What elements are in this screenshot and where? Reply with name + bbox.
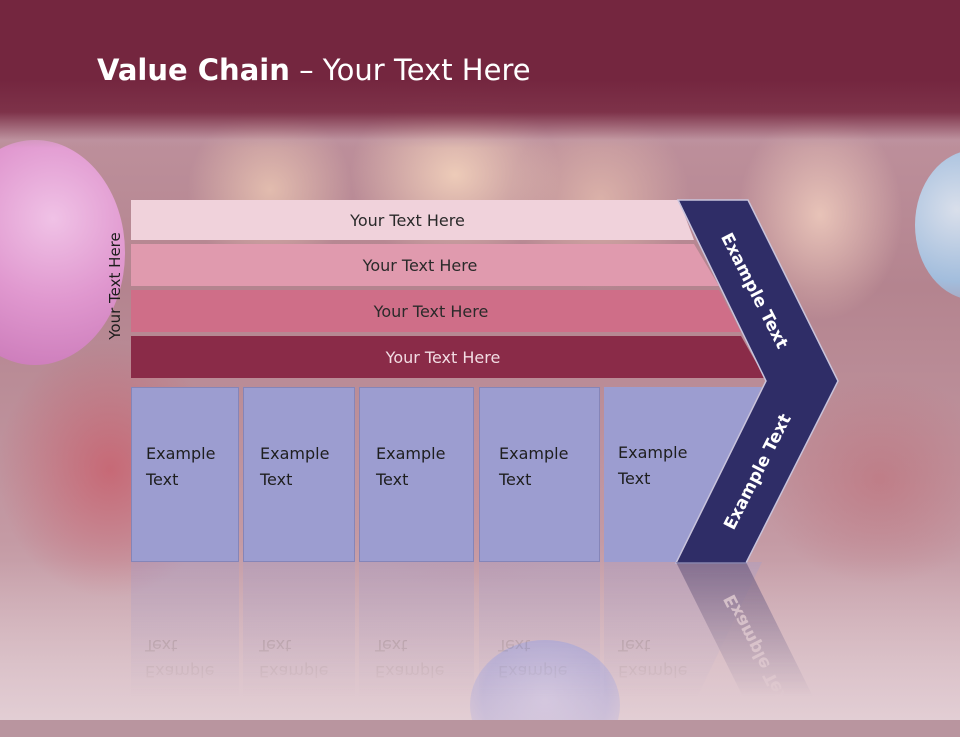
bar-1: Your Text Here <box>131 200 694 240</box>
column-4-line1: Example <box>499 444 569 463</box>
side-label: Your Text Here <box>106 232 124 340</box>
bar-1-label: Your Text Here <box>350 210 465 230</box>
title-bold: Value Chain <box>97 53 290 87</box>
bar-2: Your Text Here <box>131 244 719 286</box>
column-5-line1: Example <box>618 443 688 462</box>
column-2: Example Text <box>243 387 355 562</box>
bar-3-label: Your Text Here <box>373 301 489 321</box>
slide-title: Value Chain – Your Text Here <box>97 53 531 87</box>
blue-balloon <box>915 150 960 300</box>
column-1-line1: Example <box>146 444 216 463</box>
title-rest: – Your Text Here <box>289 53 531 87</box>
column-3-line2: Text <box>376 470 409 489</box>
bar-3: Your Text Here <box>131 290 741 332</box>
column-4-line2: Text <box>499 470 532 489</box>
column-1-line2: Text <box>146 470 179 489</box>
bar-4-label: Your Text Here <box>385 347 501 367</box>
bar-4: Your Text Here <box>131 336 765 378</box>
column-2-line1: Example <box>260 444 330 463</box>
column-5-line2: Text <box>618 469 651 488</box>
column-4: Example Text <box>479 387 600 562</box>
header-band <box>0 0 960 148</box>
column-1: Example Text <box>131 387 239 562</box>
column-3: Example Text <box>359 387 474 562</box>
bar-2-label: Your Text Here <box>362 255 478 275</box>
column-2-line2: Text <box>260 470 293 489</box>
column-3-line1: Example <box>376 444 446 463</box>
bottom-fade <box>0 560 960 720</box>
